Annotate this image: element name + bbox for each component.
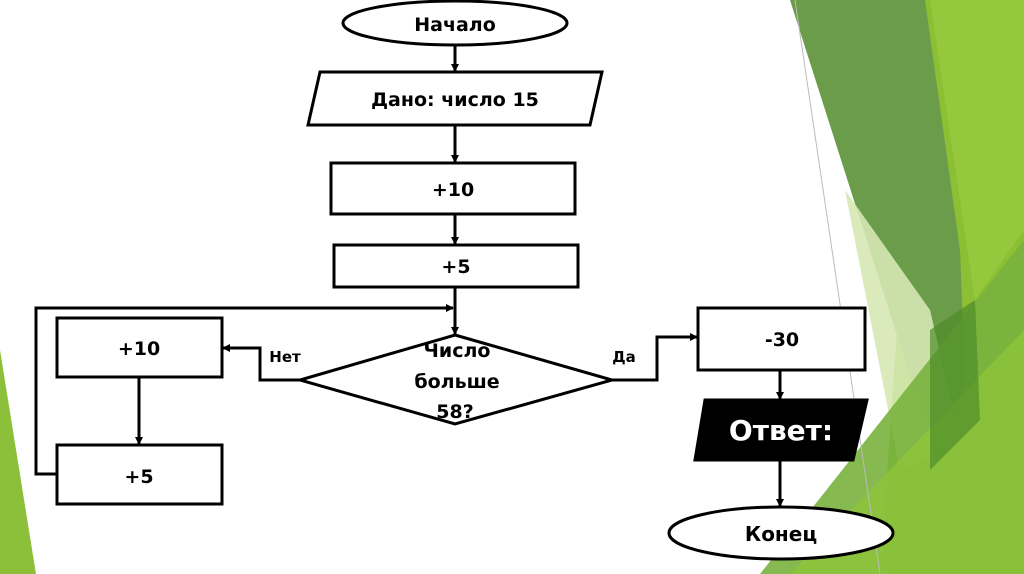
loop-step2-label: +5 <box>124 466 153 488</box>
step1-box <box>329 161 577 216</box>
connectors <box>34 45 784 507</box>
loop-step1-label: +10 <box>118 338 160 360</box>
step2-label: +5 <box>441 256 470 278</box>
output-label: Ответ: <box>729 414 833 447</box>
yes-step-box <box>696 306 867 372</box>
condition-line3: 58? <box>436 401 473 423</box>
start-label: Начало <box>414 14 496 36</box>
no-label: Нет <box>269 348 301 366</box>
step1-label: +10 <box>432 179 474 201</box>
condition-line2: больше <box>414 371 499 393</box>
output-parallelogram <box>693 398 869 462</box>
yes-label: Да <box>612 348 635 366</box>
end-terminal <box>667 505 895 561</box>
input-label: Дано: число 15 <box>371 89 539 111</box>
condition-line1: Число <box>424 340 491 362</box>
loop-step2-box <box>55 443 224 506</box>
yes-step-label: -30 <box>765 329 799 351</box>
condition-diamond <box>294 333 618 426</box>
input-parallelogram <box>306 70 604 127</box>
end-label: Конец <box>745 522 817 546</box>
loop-step1-box <box>55 316 224 379</box>
